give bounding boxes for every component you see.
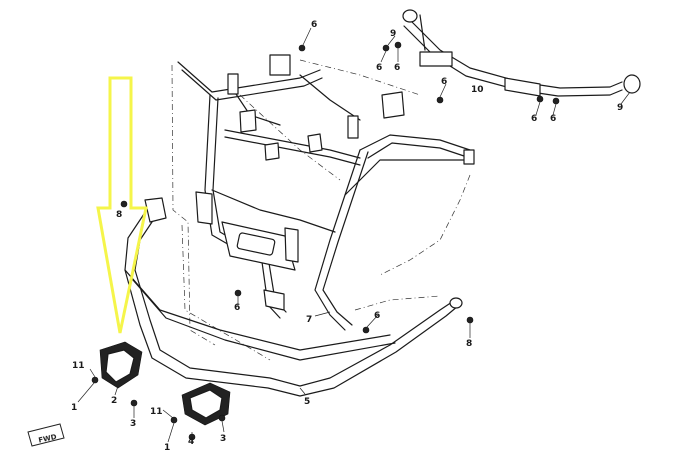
hardware-bolts	[91, 41, 560, 441]
lower-brackets	[99, 341, 231, 426]
callout-6-e: 6	[550, 114, 556, 124]
rear-brace-assembly	[402, 9, 641, 97]
callout-8-b: 8	[466, 339, 472, 349]
callout-3-b: 3	[220, 434, 226, 444]
callout-labels: 6 9 6 6 10 9 6 6 6 8 6 7 6 8 11 1 2 3 11…	[71, 20, 623, 453]
callout-1-b: 1	[164, 443, 170, 453]
callout-1-a: 1	[71, 403, 77, 413]
callout-leaders	[77, 27, 631, 443]
callout-6-f: 6	[441, 77, 447, 87]
callout-10: 10	[471, 85, 484, 95]
callout-11-b: 11	[150, 407, 163, 417]
assembly-guide-lines	[171, 59, 471, 361]
front-frame-assembly	[177, 54, 475, 331]
callout-6-g: 6	[234, 303, 240, 313]
callout-5: 5	[304, 397, 310, 407]
callout-9-a: 9	[390, 29, 396, 39]
fwd-label: FWD	[38, 433, 58, 445]
fwd-badge: FWD	[27, 423, 65, 447]
callout-9-b: 9	[617, 103, 623, 113]
callout-6-c: 6	[394, 63, 400, 73]
callout-3-a: 3	[130, 419, 136, 429]
callout-6-h: 6	[374, 311, 380, 321]
callout-11-a: 11	[72, 361, 85, 371]
callout-8-a: 8	[116, 210, 122, 220]
callout-7: 7	[306, 315, 312, 325]
lower-bumper-tube	[124, 197, 463, 397]
highlight-arrow-icon	[96, 76, 148, 334]
callout-6-b: 6	[376, 63, 382, 73]
callout-4: 4	[188, 437, 194, 447]
callout-2: 2	[111, 396, 117, 406]
callout-6-d: 6	[531, 114, 537, 124]
callout-6-a: 6	[311, 20, 317, 30]
